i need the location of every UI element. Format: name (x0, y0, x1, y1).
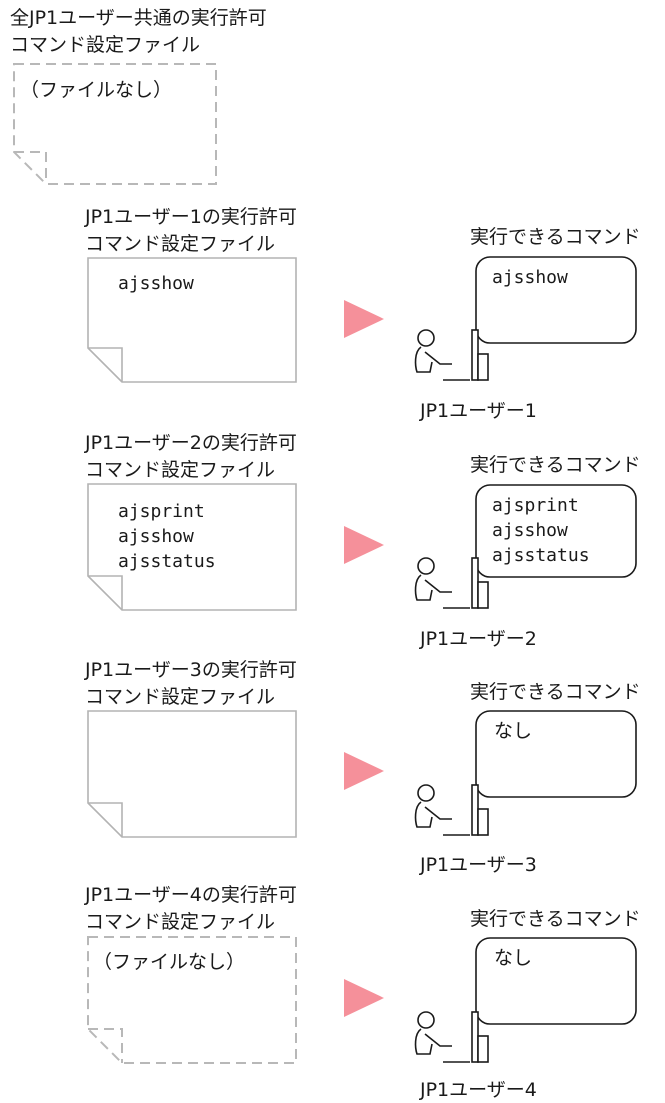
user2-result-line: ajsshow (492, 520, 568, 541)
user1-result-line: ajsshow (492, 267, 568, 288)
user4-file-content: （ファイルなし） (93, 951, 246, 973)
user1-file-title-line1: JP1ユーザー1の実行許可 (85, 206, 297, 228)
user3-result-line: なし (494, 720, 533, 742)
user2-result-heading: 実行できるコマンド (470, 454, 641, 476)
user1-file-line: ajsshow (118, 273, 194, 294)
user4-label: JP1ユーザー4 (420, 1079, 537, 1101)
user2-file-line: ajsprint (118, 501, 205, 522)
user2-file-line: ajsstatus (118, 551, 216, 572)
user4-file-title-line2: コマンド設定ファイル (85, 911, 276, 933)
common-file-content: （ファイルなし） (20, 79, 173, 101)
common-file-title-line2: コマンド設定ファイル (10, 34, 201, 56)
user3-label: JP1ユーザー3 (420, 854, 537, 876)
user4-result-line: なし (494, 947, 533, 969)
user1-result-heading: 実行できるコマンド (470, 226, 641, 248)
user1-label: JP1ユーザー1 (420, 400, 537, 422)
user2-file-title-line1: JP1ユーザー2の実行許可 (85, 432, 297, 454)
user3-result-heading: 実行できるコマンド (470, 681, 641, 703)
user1-file-title-line2: コマンド設定ファイル (85, 233, 276, 255)
user3-file-title-line1: JP1ユーザー3の実行許可 (85, 659, 297, 681)
user2-file-title-line2: コマンド設定ファイル (85, 459, 276, 481)
user2-result-line: ajsprint (492, 495, 579, 516)
common-file-title-line1: 全JP1ユーザー共通の実行許可 (10, 7, 267, 29)
user2-label: JP1ユーザー2 (420, 628, 537, 650)
user3-file-title-line2: コマンド設定ファイル (85, 686, 276, 708)
user4-result-heading: 実行できるコマンド (470, 908, 641, 930)
user4-file-title-line1: JP1ユーザー4の実行許可 (85, 884, 297, 906)
user2-file-line: ajsshow (118, 526, 194, 547)
user2-result-line: ajsstatus (492, 545, 590, 566)
